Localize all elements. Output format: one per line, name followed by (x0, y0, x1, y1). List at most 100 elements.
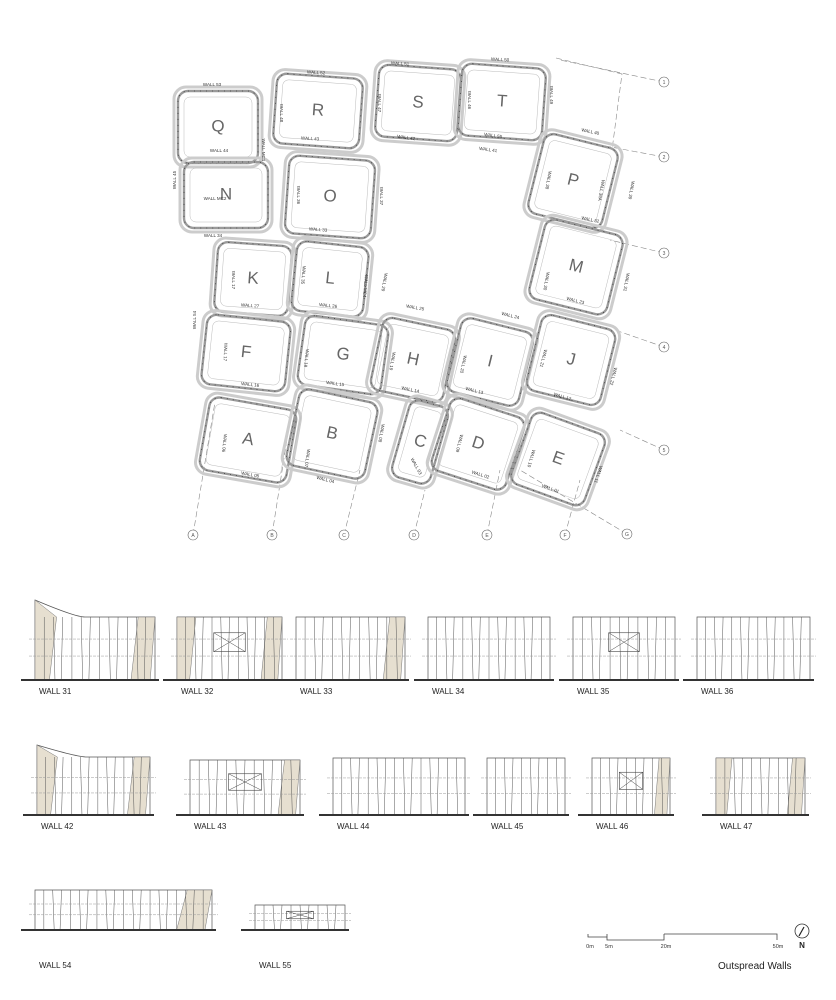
room-inner-line (453, 324, 527, 400)
elevation-wall-45: WALL 45 (473, 757, 571, 831)
room-label: D (470, 432, 488, 454)
room-inner-line (189, 167, 263, 223)
wall-label: WALL 55 (484, 132, 503, 140)
panel-joint (350, 757, 353, 816)
wall (525, 313, 617, 407)
panel-joint (773, 616, 776, 681)
wall-label: WALL 39 (627, 181, 635, 200)
panel-joint (733, 757, 736, 816)
grid-bubble (481, 529, 493, 541)
panel-joint (436, 757, 439, 816)
wall-label: WALL 22 (609, 367, 618, 386)
room-Q: Q (172, 85, 264, 169)
panel-joint (80, 616, 83, 681)
grid-line (619, 429, 665, 451)
panel-joint (661, 757, 664, 816)
elevation-wall-34: WALL 34 (414, 616, 556, 696)
panel-joint (504, 616, 507, 681)
grid-label-F: F (563, 533, 566, 539)
room-label: T (496, 91, 508, 111)
wall-outline (365, 312, 461, 408)
wall-studs (457, 63, 547, 141)
panel-joint (52, 889, 55, 931)
wall (285, 388, 379, 480)
panel-joint (61, 756, 64, 816)
room-inner-line (303, 321, 383, 389)
wall (198, 396, 298, 484)
panel-joint (556, 757, 559, 816)
panel-joint (106, 756, 109, 816)
wall-label: WALL MC1 (261, 139, 266, 162)
room-F: F (195, 309, 297, 397)
wall-label: WALL 31 (622, 273, 630, 292)
wall-outline (522, 128, 624, 234)
panel-joint (192, 889, 195, 931)
panel-joint (642, 757, 645, 816)
room-inner-line (438, 404, 518, 484)
panel-joint (185, 889, 188, 931)
panel-joint (537, 757, 540, 816)
room-inner-line (464, 69, 540, 135)
panel-joint (139, 756, 142, 816)
opening-cross (213, 632, 246, 652)
room-inner-line (220, 248, 286, 310)
panel-joint (740, 616, 743, 681)
elevation-label: WALL 34 (432, 687, 465, 696)
elevation-wall-47: WALL 47 (702, 757, 811, 831)
wall-outline (280, 383, 384, 485)
room-M: M (523, 213, 629, 321)
wall (200, 313, 292, 393)
panel-joint (530, 616, 533, 681)
wall (390, 399, 450, 485)
wall-elevation (332, 757, 466, 816)
panel-joint (410, 757, 413, 816)
room-inner-line (535, 225, 617, 309)
wall-label: WALL 11 (593, 465, 603, 484)
grid-bubble (658, 341, 670, 353)
wall-outline (267, 68, 369, 154)
panel-joint (635, 757, 638, 816)
panel-joint (599, 616, 602, 681)
elevation-label: WALL 42 (41, 822, 74, 831)
panel-joint (208, 759, 211, 816)
panel-joint (429, 757, 432, 816)
wall (296, 314, 390, 396)
elevation-wall-44: WALL 44 (319, 757, 471, 831)
panel-joint (646, 616, 649, 681)
panel-joint (616, 757, 619, 816)
wall-label: WALL 52 (307, 70, 326, 76)
opening (228, 773, 262, 791)
elevation-wall-31: WALL 31 (21, 599, 161, 696)
wall-elevation (572, 616, 676, 681)
grid-label-2: 2 (663, 155, 666, 161)
wall-label: WALL 03 (410, 457, 424, 476)
grid-bubble (266, 529, 278, 541)
room-inner-line (381, 70, 455, 136)
grid-label-5: 5 (663, 448, 666, 454)
room-G: G (292, 310, 394, 400)
wall-label: WALL 01 (541, 483, 560, 494)
elevation-wall-54: WALL 54 (21, 889, 218, 970)
panel-joint (139, 889, 142, 931)
wall-studs (374, 64, 462, 142)
room-label: I (486, 351, 495, 371)
room-label: J (565, 349, 578, 369)
opening-cross (608, 632, 640, 652)
grid-bubble (621, 528, 633, 540)
wall-label: WALL 37 (379, 187, 384, 206)
wall-label: WALL 53 (203, 82, 222, 87)
grid-bubble (658, 444, 670, 456)
wall-label: WALL 43 (301, 136, 320, 142)
panel-joint (272, 904, 275, 931)
room-R: R (267, 68, 369, 154)
grid-line (413, 489, 426, 536)
wall-label: WALL 30 (542, 272, 550, 291)
panel-joint (591, 616, 594, 681)
wall (283, 154, 377, 240)
grid-bubble (559, 529, 571, 541)
grid-bubble (658, 151, 670, 163)
opening-cross (286, 911, 314, 919)
wall-outline (178, 156, 274, 234)
wall-label: WALL 23 (566, 296, 585, 305)
